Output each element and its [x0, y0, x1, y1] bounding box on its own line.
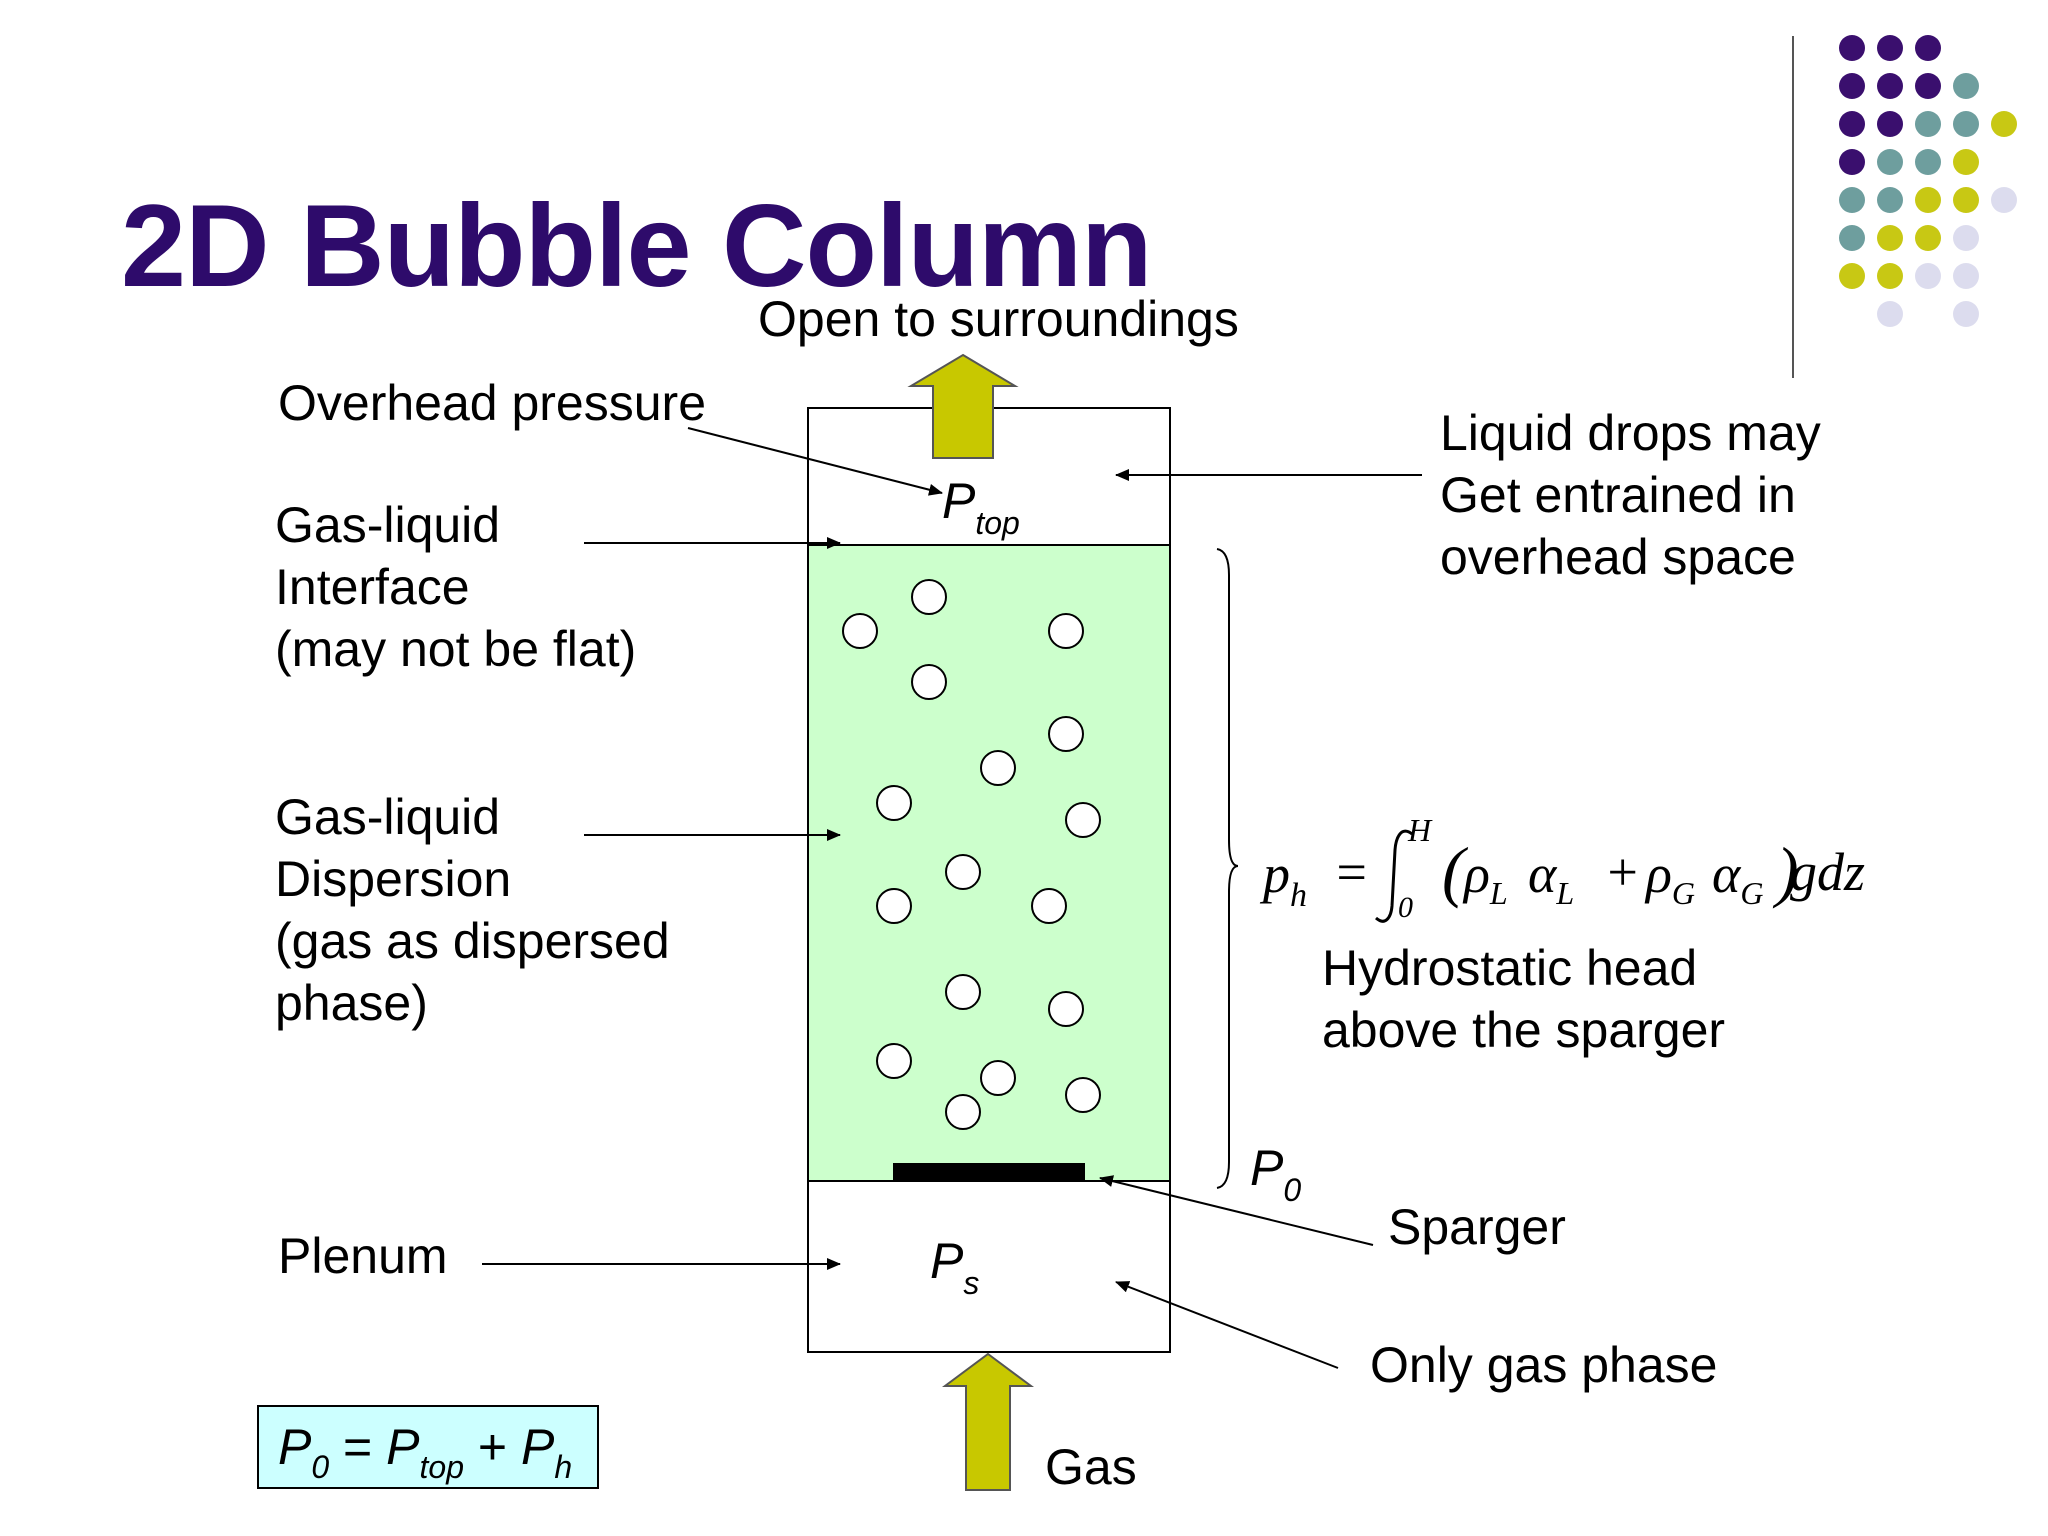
- eq-left-paren: (: [1442, 833, 1469, 909]
- slide-title: 2D Bubble Column: [121, 180, 1152, 311]
- dot: [1877, 73, 1903, 99]
- dot: [1915, 111, 1941, 137]
- integral-sign: [1375, 829, 1413, 923]
- interface-label: Gas-liquid Interface (may not be flat): [275, 497, 637, 677]
- eq-tail: gdz: [1790, 842, 1865, 902]
- bubbles: [842, 579, 1101, 1130]
- dispersion-label: Gas-liquid Dispersion (gas as dispersed …: [275, 789, 670, 1031]
- dot: [1915, 187, 1941, 213]
- dot: [1877, 263, 1903, 289]
- pointer-arrows: [482, 427, 1422, 1369]
- p-top-symbol: Ptop: [942, 473, 1020, 541]
- bubble: [1031, 888, 1067, 924]
- dot: [1915, 149, 1941, 175]
- bubble: [1048, 991, 1084, 1027]
- dot: [1991, 111, 2017, 137]
- bubble: [980, 1060, 1016, 1096]
- dot: [1991, 187, 2017, 213]
- outlet-arrow: [907, 353, 1019, 459]
- bubble: [1048, 716, 1084, 752]
- bubble: [1048, 613, 1084, 649]
- only-gas-arrow: [1115, 1281, 1339, 1369]
- bubble: [911, 579, 947, 615]
- only-gas-phase-label: Only gas phase: [1370, 1337, 1718, 1393]
- dot: [1953, 111, 1979, 137]
- bubble: [911, 664, 947, 700]
- bubble: [876, 888, 912, 924]
- dot: [1953, 187, 1979, 213]
- p0-symbol: P0: [1250, 1140, 1301, 1208]
- bubble: [842, 613, 878, 649]
- sparger-label: Sparger: [1388, 1199, 1566, 1255]
- dot: [1915, 73, 1941, 99]
- eq-alpha-g: αG: [1712, 844, 1763, 911]
- bubble: [876, 1043, 912, 1079]
- eq-rho-l: ρL: [1462, 844, 1508, 911]
- plenum-label: Plenum: [278, 1228, 448, 1284]
- liquid-drops-label: Liquid drops may Get entrained in overhe…: [1440, 405, 1821, 585]
- dot: [1953, 263, 1979, 289]
- dot: [1953, 73, 1979, 99]
- eq-rho-g: ρG: [1644, 844, 1695, 911]
- dot: [1953, 149, 1979, 175]
- decorative-dot-grid: [1839, 35, 2017, 327]
- dot: [1915, 263, 1941, 289]
- dot: [1877, 225, 1903, 251]
- dot: [1915, 35, 1941, 61]
- ps-symbol: Ps: [930, 1233, 979, 1301]
- hydrostatic-brace: [1216, 548, 1239, 1189]
- gas-label: Gas: [1045, 1439, 1137, 1495]
- dot: [1839, 187, 1865, 213]
- eq-lhs: ph: [1259, 844, 1307, 914]
- dot: [1953, 301, 1979, 327]
- bubble: [1065, 802, 1101, 838]
- dot: [1877, 149, 1903, 175]
- dot: [1877, 187, 1903, 213]
- bubble: [945, 1094, 981, 1130]
- bubble: [1065, 1077, 1101, 1113]
- bubble: [945, 974, 981, 1010]
- eq-upper-limit: H: [1407, 812, 1433, 848]
- eq-plus: +: [1604, 842, 1640, 902]
- overhead-pressure-arrow: [687, 427, 943, 496]
- gas-inlet-arrow: [941, 1352, 1035, 1491]
- dot: [1839, 149, 1865, 175]
- sparger-plate: [893, 1163, 1085, 1181]
- dot: [1839, 111, 1865, 137]
- sparger-arrow: [1099, 1175, 1374, 1246]
- dot: [1877, 301, 1903, 327]
- bubble: [980, 750, 1016, 786]
- hydrostatic-equation: ph = H 0 ( ρL αL + ρG αG ) gdz: [1259, 812, 1865, 924]
- equation-box: [257, 1405, 599, 1489]
- eq-right-paren: ): [1772, 833, 1799, 909]
- dot: [1877, 35, 1903, 61]
- dot: [1877, 111, 1903, 137]
- bubble: [945, 854, 981, 890]
- dot: [1839, 35, 1865, 61]
- open-to-surroundings-label: Open to surroundings: [758, 291, 1239, 347]
- dot: [1953, 225, 1979, 251]
- eq-equals: =: [1333, 842, 1369, 902]
- dot: [1839, 225, 1865, 251]
- overhead-pressure-label: Overhead pressure: [278, 375, 707, 431]
- bubble: [876, 785, 912, 821]
- eq-lower-limit: 0: [1398, 891, 1413, 924]
- hydrostatic-head-label: Hydrostatic head above the sparger: [1322, 940, 1726, 1058]
- dot: [1839, 73, 1865, 99]
- eq-alpha-l: αL: [1528, 844, 1574, 911]
- dot: [1839, 263, 1865, 289]
- dot: [1915, 225, 1941, 251]
- equation-box-text: P0 = Ptop + Ph: [278, 1419, 572, 1485]
